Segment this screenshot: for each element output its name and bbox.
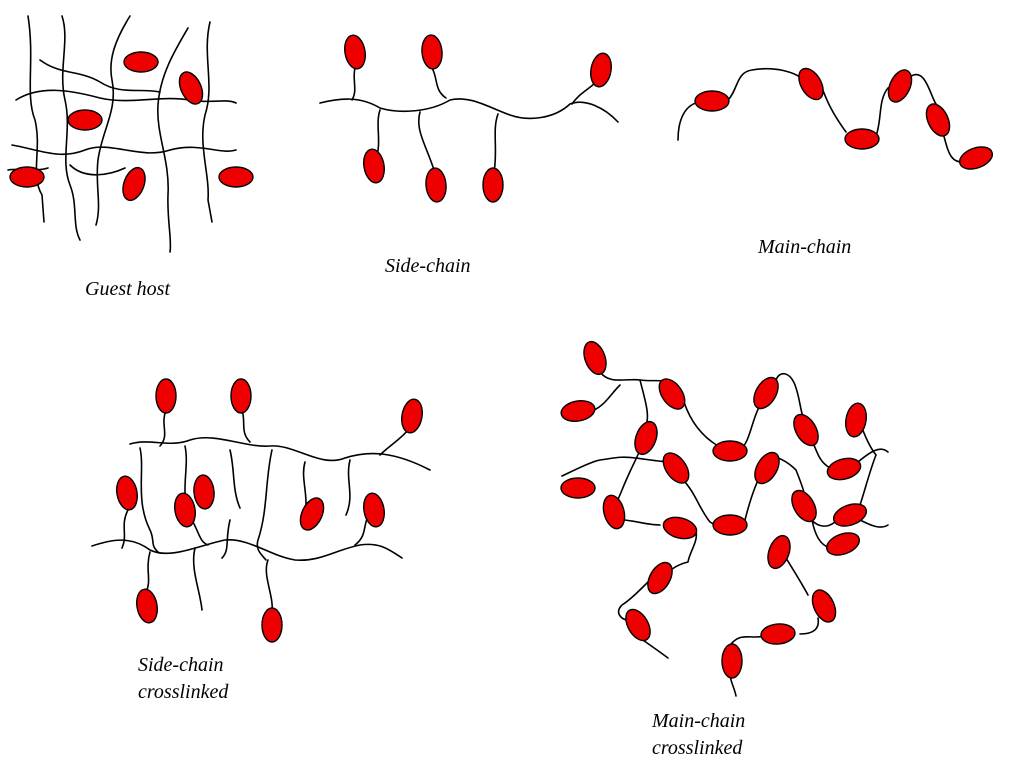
chromophore <box>713 515 747 535</box>
panel-side-chain: Side-chain <box>320 34 618 277</box>
chromophore <box>193 474 216 510</box>
chromophore <box>643 558 677 597</box>
chromophore <box>831 500 870 530</box>
chromophore <box>425 167 448 203</box>
chromophore <box>843 402 869 439</box>
chromophore <box>957 143 996 173</box>
panel-label-main-chain-crosslinked-line1: Main-chain <box>651 710 745 732</box>
chromophore <box>231 379 251 413</box>
chromophore <box>114 475 140 512</box>
chromophore <box>262 608 282 642</box>
panel-label-side-chain: Side-chain <box>385 255 471 277</box>
chromophores <box>560 339 870 678</box>
panel-guest-host: Guest host <box>8 16 253 300</box>
chromophore <box>342 34 368 71</box>
chromophore <box>119 165 149 204</box>
chromophore <box>560 398 597 424</box>
chromophore <box>824 529 863 559</box>
chromophore <box>580 339 610 378</box>
chromophore <box>750 448 784 487</box>
panel-main-chain: Main-chain <box>678 64 995 258</box>
chromophore <box>825 455 863 483</box>
chromophore <box>124 52 158 72</box>
chromophores <box>114 379 425 642</box>
chromophore <box>399 398 425 435</box>
chromophore <box>922 100 954 139</box>
chromophores <box>695 64 995 173</box>
chromophore <box>760 623 796 646</box>
chromophore <box>483 168 503 202</box>
chromophore <box>695 91 729 111</box>
panel-label-main-chain: Main-chain <box>757 236 851 258</box>
panel-label-side-chain-crosslinked-line2: crosslinked <box>138 681 229 703</box>
chromophore <box>361 148 387 185</box>
chromophore <box>787 486 821 525</box>
panel-label-side-chain-crosslinked-line1: Side-chain <box>138 654 224 676</box>
chromophore <box>884 66 916 105</box>
panel-label-guest-host: Guest host <box>85 278 170 300</box>
chromophore <box>845 129 879 149</box>
chromophore <box>296 494 328 533</box>
chromophore <box>789 410 823 449</box>
chromophore <box>219 167 253 187</box>
chromophores <box>10 52 253 203</box>
chromophore <box>808 586 840 625</box>
chromophores <box>342 34 614 203</box>
chromophore <box>600 493 628 531</box>
panel-main-chain-crosslinked: Main-chain crosslinked <box>560 339 888 759</box>
panel-label-main-chain-crosslinked-line2: crosslinked <box>652 737 743 759</box>
chromophore <box>794 64 828 103</box>
chromophore <box>661 514 699 542</box>
chromophore <box>722 644 742 678</box>
chromophore <box>134 588 160 625</box>
chromophore <box>561 478 595 498</box>
chromophore <box>68 110 102 130</box>
chromophore <box>621 605 655 644</box>
chromophore <box>421 34 444 70</box>
chromophore <box>588 52 614 89</box>
chromophore <box>749 373 783 412</box>
chromophore <box>156 379 176 413</box>
panel-side-chain-crosslinked: Side-chain crosslinked <box>92 379 430 703</box>
polymer-chains <box>8 16 236 252</box>
chromophore <box>658 448 694 487</box>
chromophore <box>631 419 661 458</box>
chromophore <box>764 533 794 572</box>
chromophore <box>713 441 747 461</box>
chromophore <box>10 167 44 187</box>
